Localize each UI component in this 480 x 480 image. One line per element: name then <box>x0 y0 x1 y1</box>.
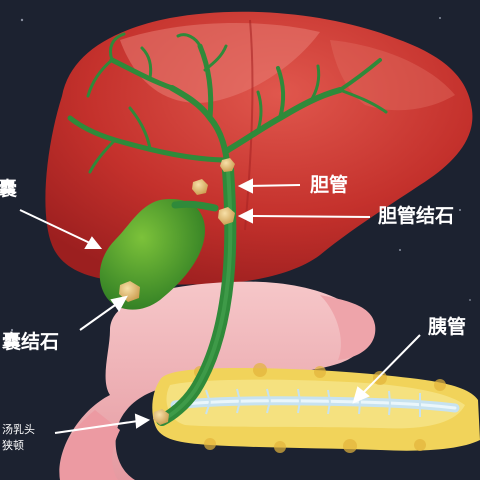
intrahepatic-bile-ducts <box>67 32 388 174</box>
bile-duct-stone-arrow <box>249 215 371 218</box>
pancreatic-duct-label: 胰管 <box>428 316 467 338</box>
bile-duct-arrow <box>249 184 301 187</box>
papilla-label-line2: 狭顿 <box>2 438 24 452</box>
bile-duct-label: 胆管 <box>310 174 349 196</box>
gallbladder-stone-label: 囊结石 <box>2 331 60 353</box>
gallbladder <box>99 199 219 310</box>
bile-duct-stone-label: 胆管结石 <box>378 205 455 227</box>
gallbladder-label: 囊 <box>0 178 18 200</box>
stone-hepatic-duct <box>220 158 235 172</box>
label-arrows <box>19 178 421 434</box>
stone-bile-duct <box>218 207 235 225</box>
gallbladder-arrow <box>19 209 93 245</box>
papilla-label-line1: 汤乳头 <box>2 423 35 436</box>
pancreatic-duct-arrow <box>361 334 421 395</box>
stone-upper-duct <box>192 179 208 195</box>
stone-papilla <box>153 409 169 425</box>
papilla-arrow <box>54 420 139 434</box>
duodenum <box>59 281 376 480</box>
papilla-label: 汤乳头 狭顿 <box>2 422 35 454</box>
gallbladder-stone-arrow <box>79 302 119 331</box>
